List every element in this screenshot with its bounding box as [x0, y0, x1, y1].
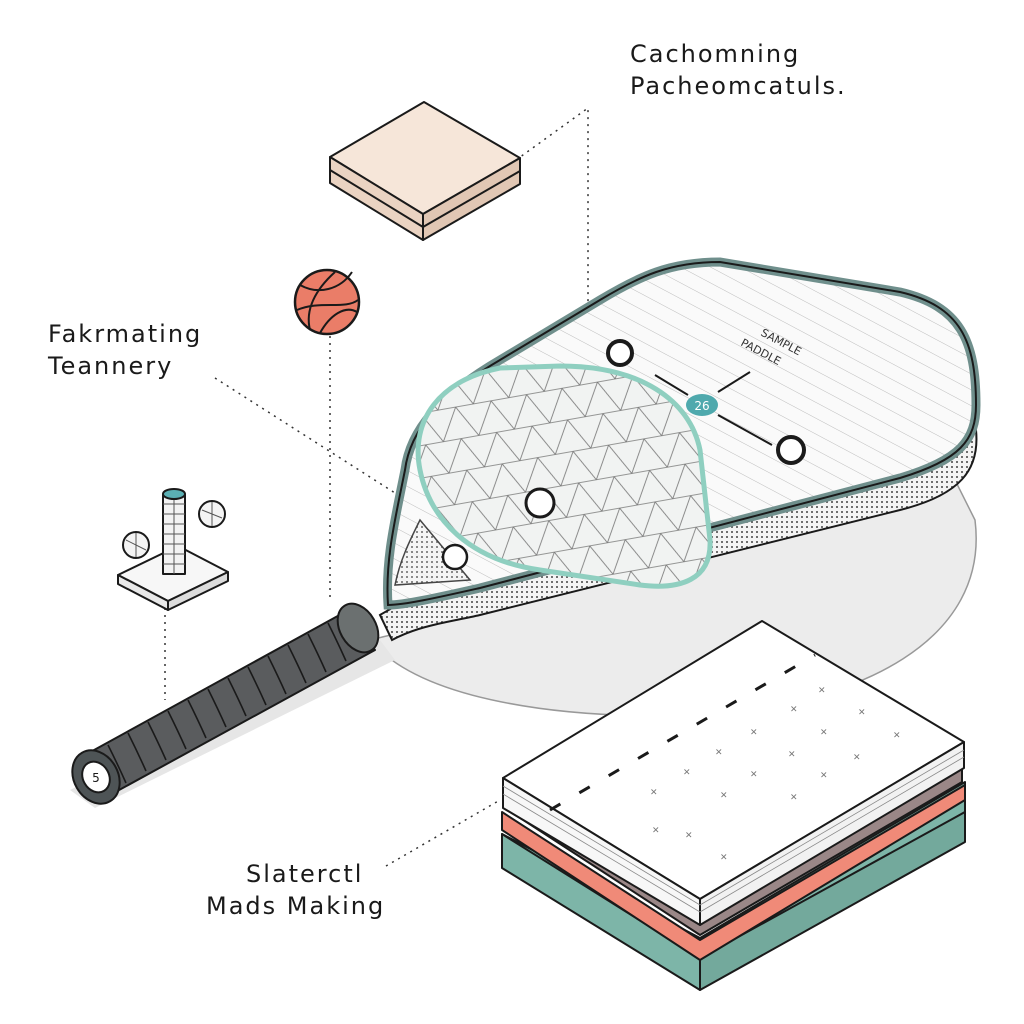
paddle-handle: 5 — [71, 602, 380, 805]
column-on-base — [117, 488, 229, 611]
handle-cap-marker: 5 — [92, 771, 100, 785]
svg-text:✕: ✕ — [683, 768, 691, 778]
stacked-pad-block — [329, 101, 521, 241]
svg-text:✕: ✕ — [820, 771, 828, 781]
paddle: 26 SAMPLE PADDLE — [378, 257, 981, 642]
label-left: Fakrmating Teannery — [48, 318, 202, 382]
paddle-badge-number: 26 — [694, 399, 709, 413]
svg-text:✕: ✕ — [893, 731, 901, 741]
svg-text:✕: ✕ — [750, 728, 758, 738]
label-top-right-line1: Cachomning — [630, 40, 801, 68]
label-bottom: Slaterctl Mads Making — [206, 858, 385, 922]
svg-text:✕: ✕ — [790, 705, 798, 715]
paddle-marker-core — [524, 487, 556, 519]
leader-lines — [164, 106, 589, 867]
paddle-core-panel — [415, 363, 713, 589]
svg-text:✕: ✕ — [650, 788, 658, 798]
svg-text:✕: ✕ — [790, 793, 798, 803]
ball-icon — [293, 268, 361, 336]
svg-text:✕: ✕ — [750, 770, 758, 780]
svg-text:✕: ✕ — [818, 686, 826, 696]
badge-icon — [686, 394, 718, 416]
svg-text:✕: ✕ — [788, 750, 796, 760]
sheet-symbols: ✕ ✕ ✕ ✕ ✕ ✕ ✕ ✕ ✕ ✕ ✕ ✕ ✕ ✕ ✕ ✕ ✕ ✕ — [650, 686, 901, 863]
layered-sheet-stack: ✕ ✕ ✕ ✕ ✕ ✕ ✕ ✕ ✕ ✕ ✕ ✕ ✕ ✕ ✕ ✕ ✕ ✕ — [501, 620, 966, 991]
paddle-marker-1 — [606, 339, 806, 465]
svg-text:✕: ✕ — [715, 748, 723, 758]
label-bottom-line1: Slaterctl — [246, 860, 364, 888]
label-left-line2: Teannery — [48, 352, 174, 380]
label-left-line1: Fakrmating — [48, 320, 203, 348]
svg-text:✕: ✕ — [685, 831, 693, 841]
svg-text:✕: ✕ — [858, 708, 866, 718]
svg-text:✕: ✕ — [652, 826, 660, 836]
svg-text:✕: ✕ — [853, 753, 861, 763]
svg-text:✕: ✕ — [820, 728, 828, 738]
label-top-right: Cachomning Pacheomcatuls. — [630, 38, 847, 102]
svg-text:✕: ✕ — [720, 853, 728, 863]
paddle-marker-throat — [441, 543, 469, 571]
label-top-right-line2: Pacheomcatuls. — [630, 72, 847, 100]
label-bottom-line2: Mads Making — [206, 892, 386, 920]
svg-text:✕: ✕ — [720, 791, 728, 801]
